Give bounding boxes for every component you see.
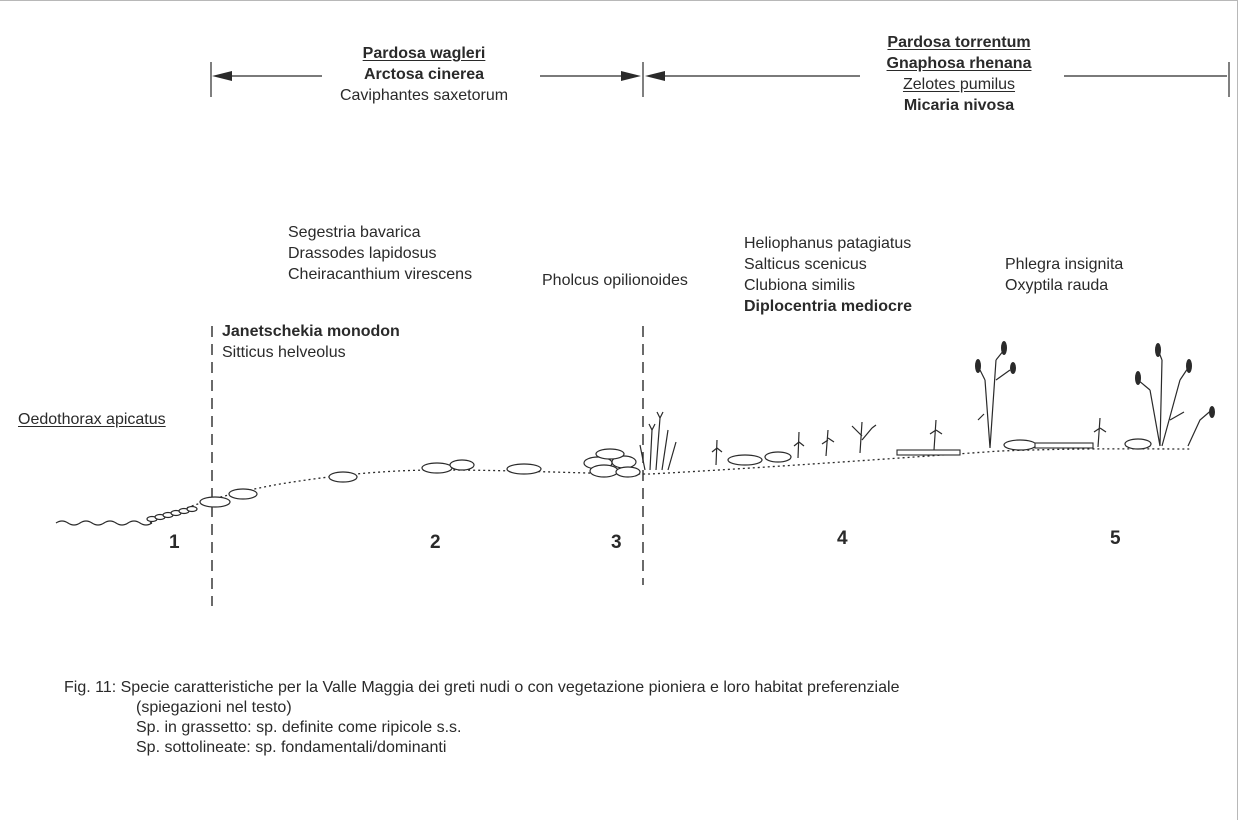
species-label: Cheiracanthium virescens [288, 266, 473, 283]
water-surface [55, 520, 153, 526]
species-label: Diplocentria mediocre [744, 298, 913, 315]
caption-line: Sp. sottolineate: sp. fondamentali/domin… [136, 739, 447, 756]
figure-caption: Fig. 11: Specie caratteristiche per la V… [64, 678, 899, 758]
species-label: Clubiona similis [744, 277, 856, 294]
species-group-bank-wide: Pardosa wagleri Arctosa cinerea Caviphan… [340, 43, 508, 106]
zone-number-5: 5 [1110, 528, 1121, 549]
vegetation-leaves [975, 341, 1215, 418]
species-group-zone-4: Heliophanus patagiatus Salticus scenicus… [744, 233, 912, 317]
species-group-zone-3: Pholcus opilionoides [542, 270, 688, 291]
species-label: Janetschekia monodon [222, 323, 400, 340]
zone-number-4: 4 [837, 528, 848, 549]
caption-line: Fig. 11: Specie caratteristiche per la V… [64, 679, 900, 696]
driftwood [896, 449, 961, 456]
species-label: Oedothorax apicatus [18, 411, 166, 428]
species-group-zone-1: Oedothorax apicatus [18, 409, 166, 430]
species-label: Oxyptila rauda [1005, 277, 1109, 294]
species-label: Salticus scenicus [744, 256, 867, 273]
species-label: Arctosa cinerea [363, 66, 485, 83]
species-label: Micaria nivosa [903, 97, 1015, 114]
species-group-zone-5: Phlegra insignita Oxyptila rauda [1005, 254, 1123, 296]
species-label: Phlegra insignita [1005, 256, 1124, 273]
zone-number-1: 1 [169, 532, 180, 553]
species-label: Pardosa torrentum [887, 34, 1031, 51]
species-group-zone-2-upper: Segestria bavarica Drassodes lapidosus C… [288, 222, 472, 285]
driftwood [1034, 442, 1094, 449]
species-label: Segestria bavarica [288, 224, 421, 241]
species-label: Pholcus opilionoides [542, 272, 688, 289]
species-group-zone-2-lower: Janetschekia monodon Sitticus helveolus [222, 321, 400, 363]
zone-dividers [211, 326, 644, 606]
species-label: Caviphantes saxetorum [339, 87, 509, 104]
species-group-upper-bank: Pardosa torrentum Gnaphosa rhenana Zelot… [887, 32, 1032, 116]
species-label: Pardosa wagleri [362, 45, 486, 62]
species-label: Sitticus helveolus [222, 344, 346, 361]
range-arrows [210, 62, 1230, 97]
species-label: Gnaphosa rhenana [886, 55, 1032, 72]
species-label: Heliophanus patagiatus [744, 235, 912, 252]
ground-line [149, 448, 1191, 524]
pebbles [146, 438, 1152, 523]
species-label: Zelotes pumilus [902, 76, 1016, 93]
caption-line: (spiegazioni nel testo) [136, 699, 292, 716]
caption-line: Sp. in grassetto: sp. definite come ripi… [136, 719, 462, 736]
zone-number-2: 2 [430, 532, 441, 553]
species-label: Drassodes lapidosus [288, 245, 437, 262]
zone-number-3: 3 [611, 532, 622, 553]
